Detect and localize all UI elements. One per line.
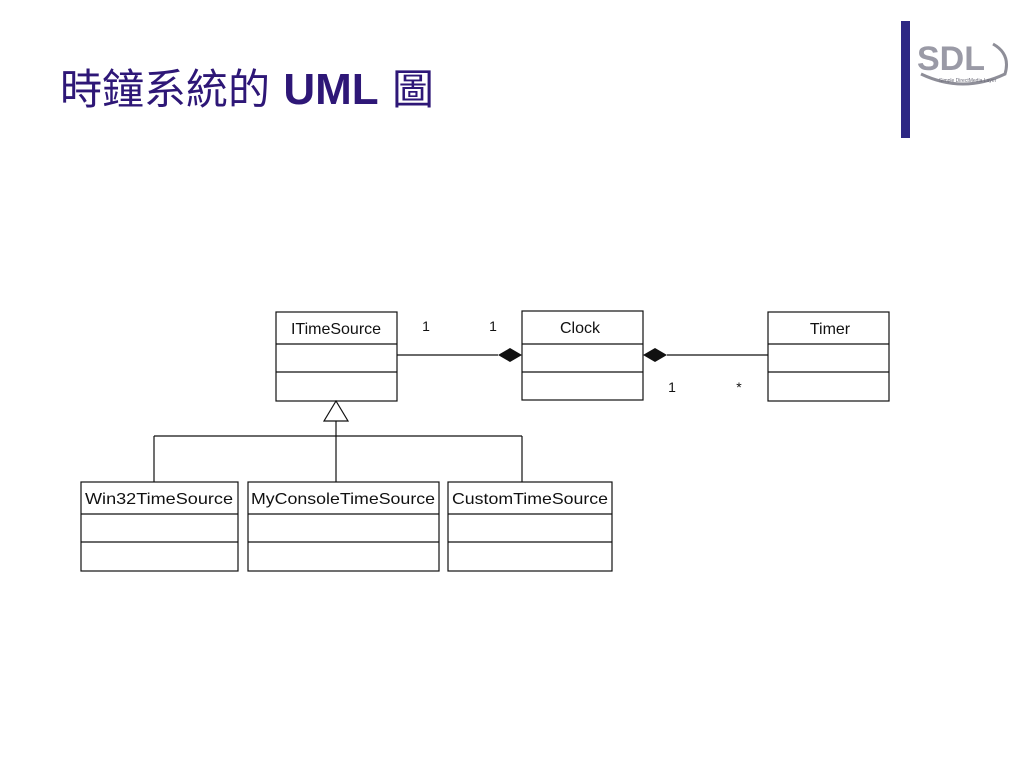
composition-diamond-clock-itimesource (498, 348, 522, 362)
class-customtimesource-box (447, 481, 613, 572)
logo-swoosh (920, 42, 1008, 86)
title-suffix: 圖 (392, 65, 435, 114)
sdl-logo: SDL Simple DirectMedia Layer (917, 40, 1008, 86)
class-itimesource-box (275, 311, 398, 402)
class-clock (521, 310, 644, 401)
multiplicity-clock-side: 1 (489, 318, 497, 334)
class-win32timesource-name: Win32TimeSource (85, 491, 233, 508)
multiplicity-clock-timer-target: * (736, 379, 742, 395)
composition-diamond-clock-timer (643, 348, 667, 362)
class-itimesource (275, 311, 398, 402)
class-win32timesource (80, 481, 239, 572)
multiplicity-itimesource-side: 1 (422, 318, 430, 334)
generalization-arrowhead (322, 399, 350, 422)
class-timer-name: Timer (810, 321, 851, 338)
logo-bar (901, 21, 910, 138)
logo-text: SDL (917, 40, 985, 78)
class-timer (767, 311, 890, 402)
class-myconsoletimesource-name: MyConsoleTimeSource (251, 491, 435, 508)
logo-tagline: Simple DirectMedia Layer (939, 78, 997, 84)
multiplicity-clock-timer-source: 1 (668, 379, 676, 395)
class-itimesource-name: ITimeSource (291, 321, 381, 338)
class-customtimesource (447, 481, 613, 572)
slide-title: 時鐘系統的 UML 圖 (60, 60, 434, 120)
class-clock-name: Clock (560, 320, 601, 337)
class-win32timesource-box (80, 481, 239, 572)
title-uml: UML (283, 65, 379, 114)
class-myconsoletimesource (247, 481, 440, 572)
class-clock-box (521, 310, 644, 401)
class-customtimesource-name: CustomTimeSource (452, 491, 608, 508)
title-cjk: 時鐘系統的 (60, 65, 271, 114)
class-myconsoletimesource-box (247, 481, 440, 572)
class-timer-box (767, 311, 890, 402)
